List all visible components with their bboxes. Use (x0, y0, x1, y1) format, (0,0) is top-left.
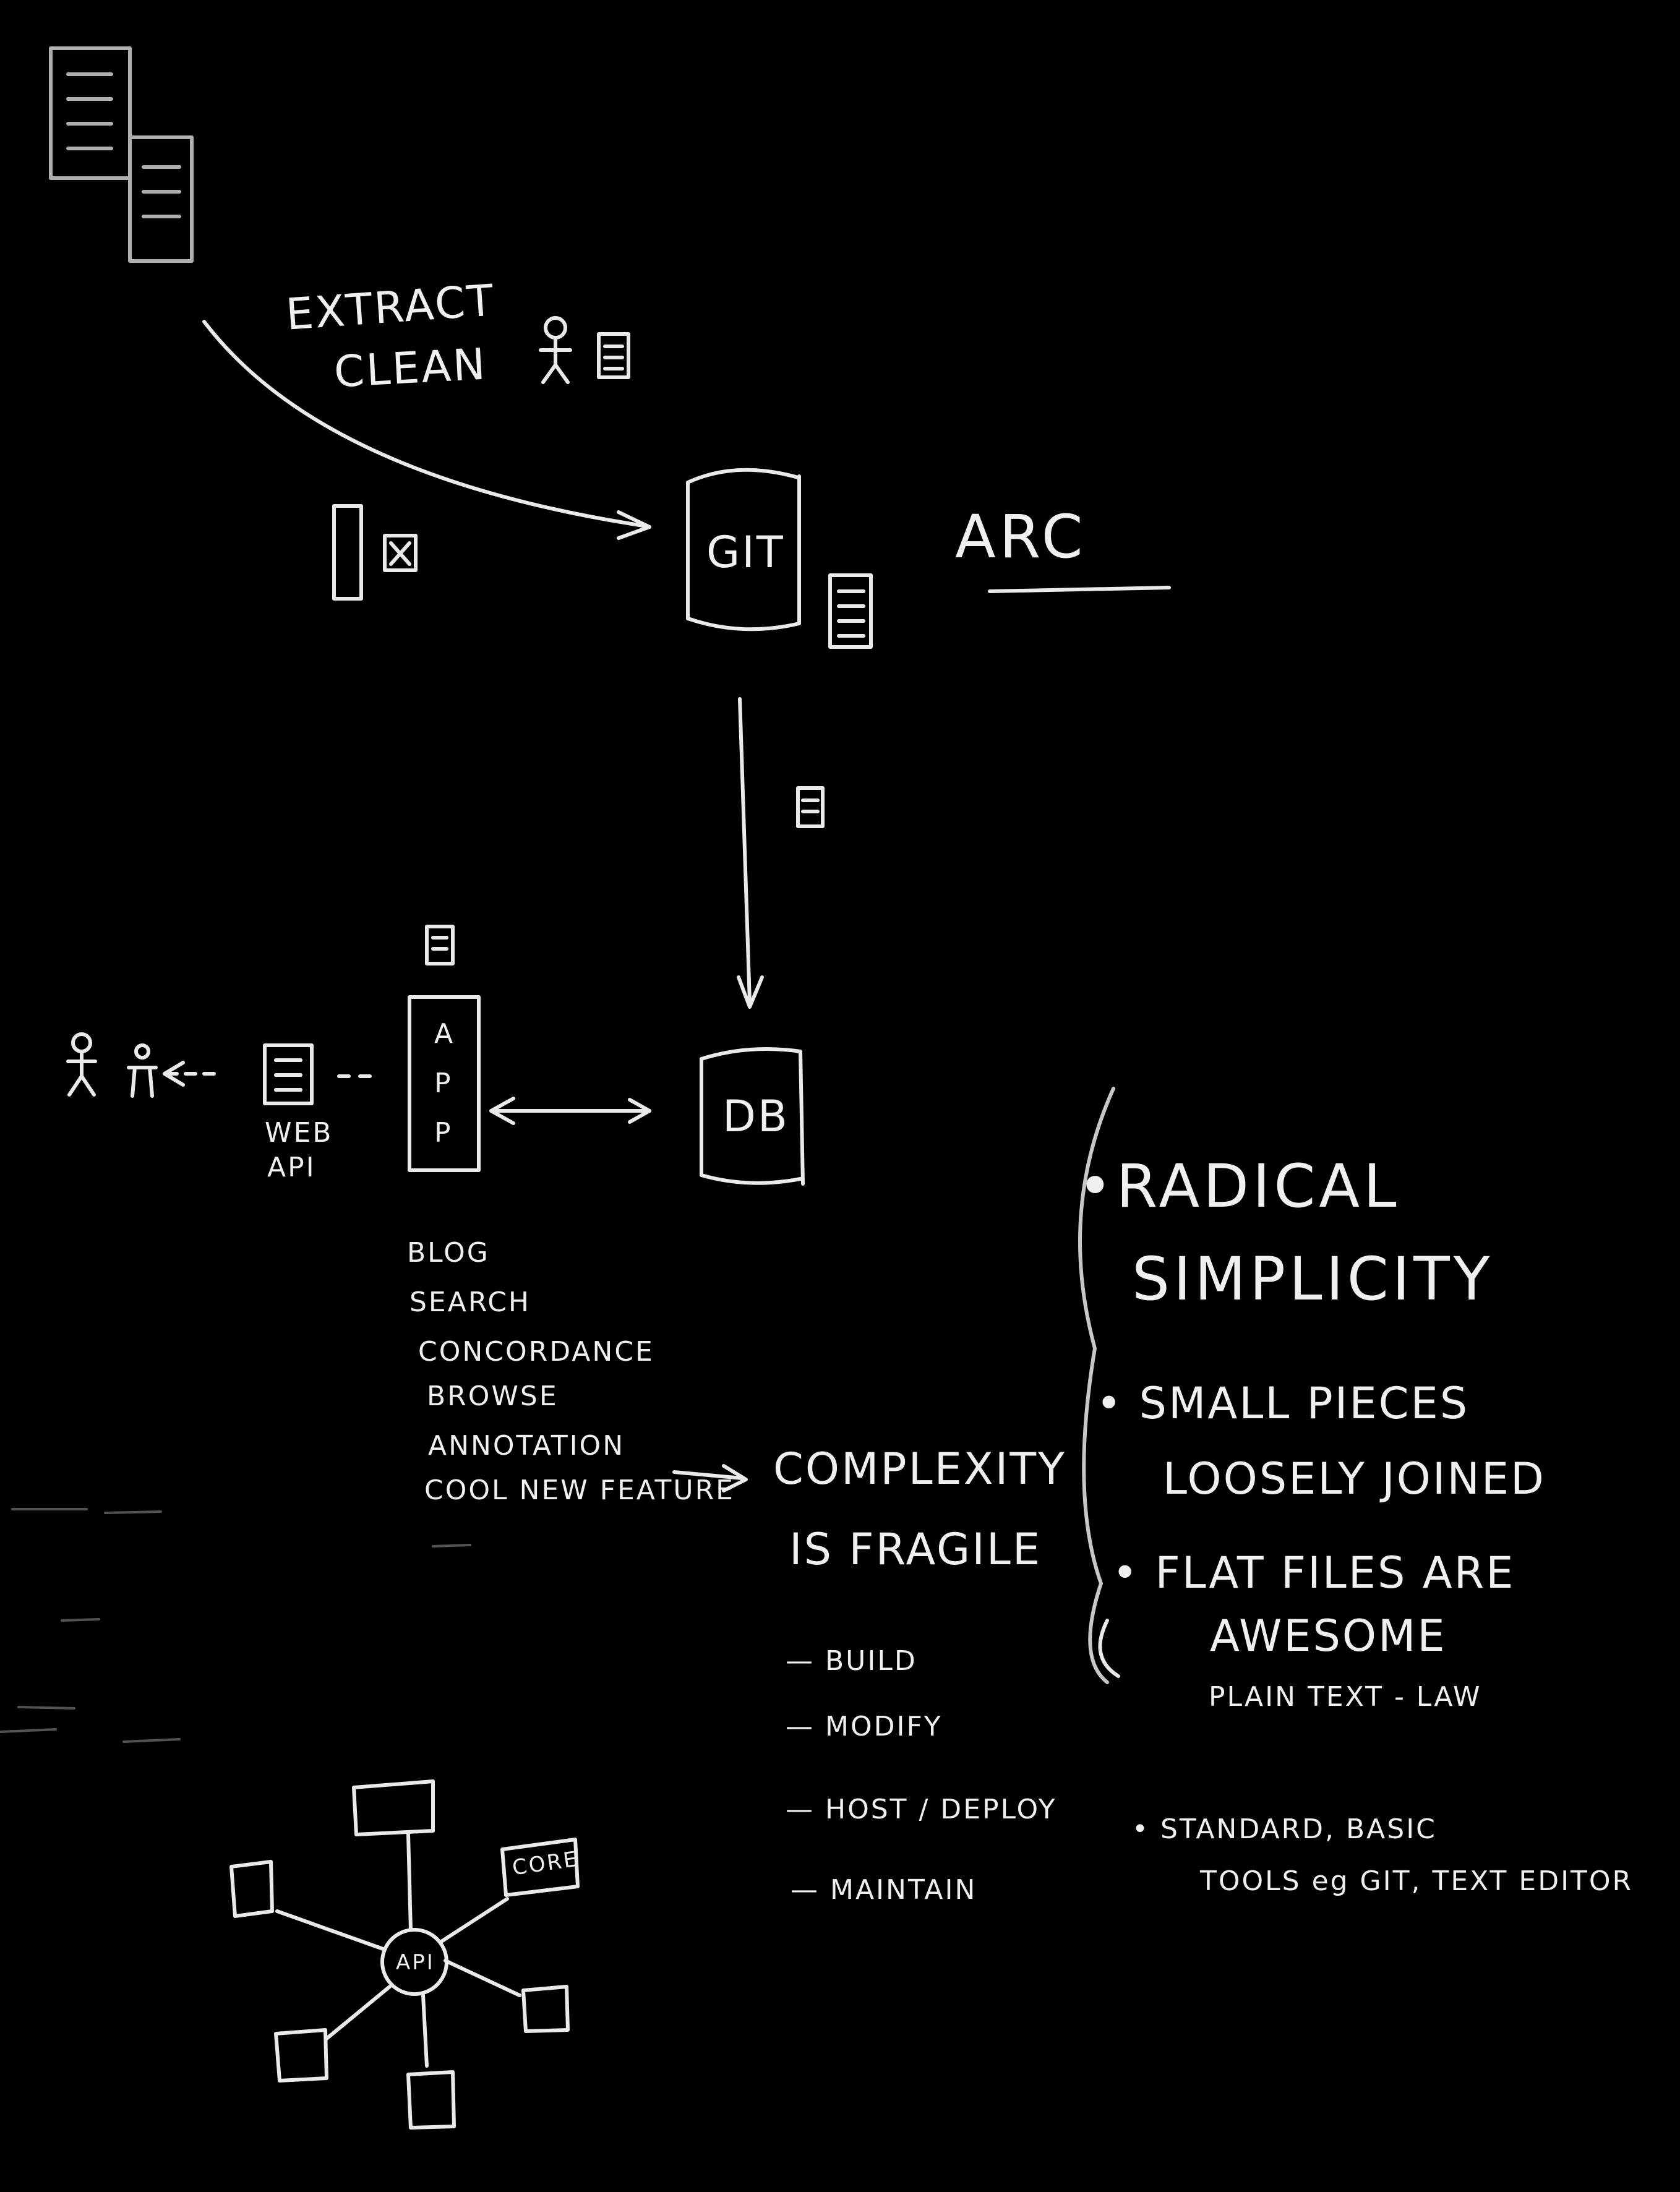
db-label: DB (722, 1091, 789, 1142)
complexity-heading-line1: COMPLEXITY (773, 1444, 1066, 1494)
app-letter-p2: P (434, 1117, 453, 1149)
api-label: API (267, 1152, 316, 1183)
background-scribbles (0, 1508, 471, 1743)
archive-documents-icon (828, 573, 873, 649)
app-letter-p1: P (434, 1068, 453, 1099)
feature-blog: BLOG (407, 1237, 490, 1269)
extract-arrowhead (617, 510, 651, 540)
web-api-document-icon (263, 1043, 314, 1105)
feature-search: SEARCH (409, 1287, 531, 1318)
principles-brace (1078, 1087, 1115, 1684)
clean-label: CLEAN (333, 338, 489, 398)
principle-plain-text: PLAIN TEXT - LAW (1209, 1681, 1482, 1713)
users-icon (66, 1032, 158, 1098)
api-hub-label: API (396, 1950, 435, 1975)
document-icon (597, 332, 630, 379)
features-arrow (672, 1470, 744, 1480)
complexity-heading-line2: IS FRAGILE (789, 1524, 1042, 1575)
principle-radical: •RADICAL (1078, 1152, 1400, 1221)
principle-tools-example: TOOLS eg GIT, TEXT EDITOR (1200, 1865, 1634, 1897)
person-icon (539, 316, 572, 384)
api-hub-network (229, 1779, 580, 2130)
app-letter-a: A (434, 1018, 455, 1050)
extract-arrow (202, 320, 645, 528)
app-document-icon (425, 925, 455, 965)
extract-label: EXTRACT (284, 275, 497, 340)
app-box (408, 995, 481, 1172)
arc-underline (988, 586, 1171, 593)
complexity-item-modify: — MODIFY (786, 1711, 943, 1742)
git-repository-icon (686, 468, 801, 631)
database-icon (700, 1047, 805, 1186)
git-label: GIT (706, 527, 785, 578)
feature-cool-new-feature: COOL NEW FEATURE (424, 1475, 735, 1506)
web-label: WEB (265, 1117, 333, 1149)
complexity-item-host-deploy: — HOST / DEPLOY (786, 1794, 1057, 1825)
arc-label: ARC (955, 502, 1087, 572)
feature-browse: BROWSE (427, 1381, 559, 1412)
principle-simplicity: SIMPLICITY (1132, 1244, 1494, 1314)
principle-awesome: AWESOME (1210, 1611, 1447, 1661)
principle-loosely-joined: LOOSELY JOINED (1163, 1453, 1546, 1504)
principle-small-pieces: • SMALL PIECES (1096, 1378, 1470, 1429)
source-documents-icon (49, 46, 194, 263)
principle-flat-files: • FLAT FILES ARE (1112, 1548, 1515, 1598)
principle-standard-tools: • STANDARD, BASIC (1132, 1813, 1437, 1845)
git-db-arrow (738, 697, 752, 1004)
app-x-icon (332, 504, 418, 601)
complexity-item-build: — BUILD (786, 1645, 917, 1677)
feature-concordance: CONCORDANCE (418, 1336, 654, 1368)
transfer-document-icon (796, 786, 825, 828)
complexity-item-maintain: — MAINTAIN (791, 1874, 977, 1906)
feature-annotation: ANNOTATION (428, 1430, 625, 1462)
